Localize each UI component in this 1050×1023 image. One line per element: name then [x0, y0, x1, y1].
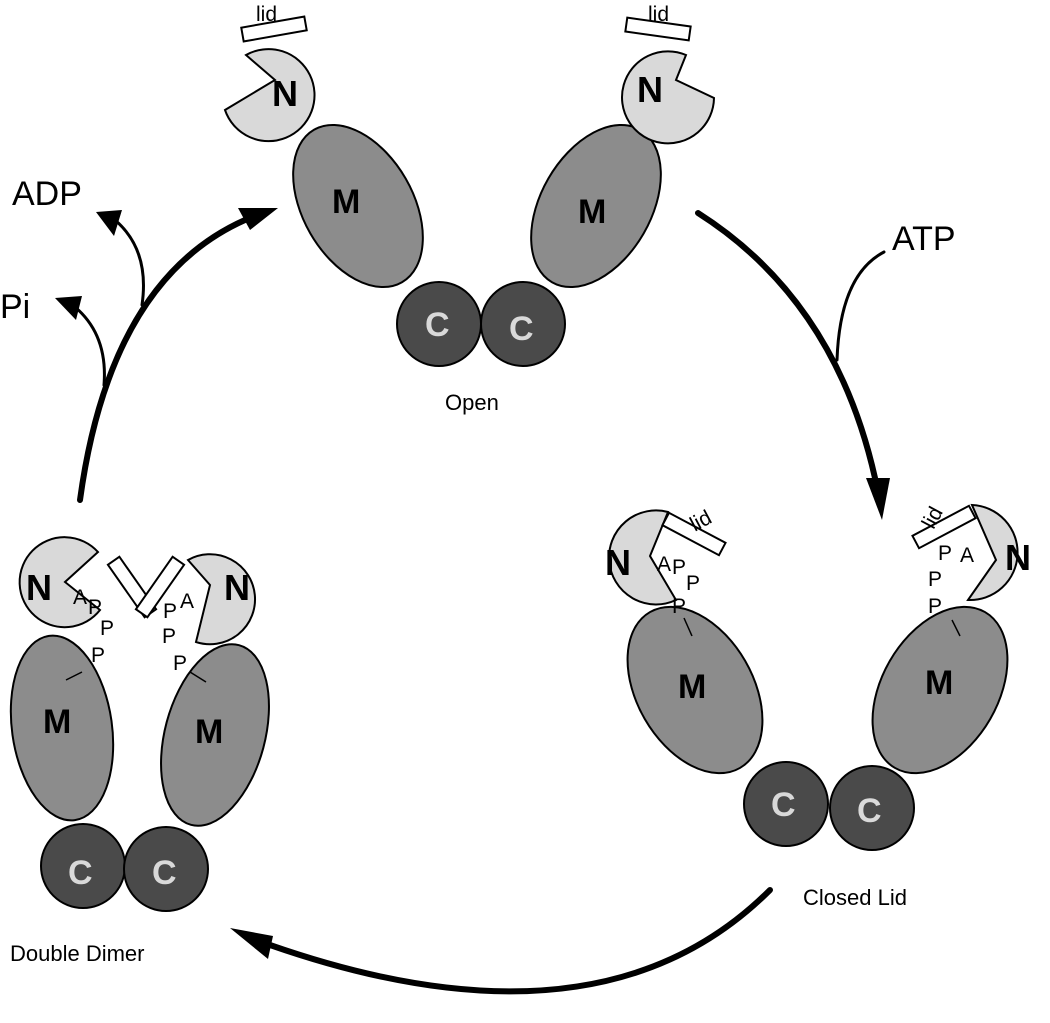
arrow-open-to-closed — [695, 210, 878, 481]
double-c-domain-right — [123, 826, 209, 912]
open-state-label: Open — [445, 390, 499, 415]
closed-n-label-right: N — [1005, 537, 1031, 578]
double-nucleotide-p2-right: P — [162, 625, 176, 648]
arrow-double-to-open — [77, 217, 248, 503]
closed-nucleotide-p2-right: P — [928, 568, 942, 591]
adp-label: ADP — [12, 175, 82, 213]
arrow-closed-to-double — [267, 887, 773, 995]
pi-arrowhead — [55, 296, 82, 320]
adp-output-line — [113, 218, 145, 307]
double-c-label-right: C — [152, 854, 177, 892]
double-nucleotide-p2-left: P — [100, 617, 114, 640]
double-m-domain-right — [160, 643, 270, 827]
open-n-domain-right — [621, 50, 716, 145]
closed-lid-state — [608, 503, 1019, 851]
double-nucleotide-p3-right: P — [173, 652, 187, 675]
closed-nucleotide-p1-right: P — [938, 542, 952, 565]
double-n-label-left: N — [26, 567, 52, 608]
open-lid-left — [240, 15, 308, 43]
double-lid-right — [134, 555, 186, 619]
closed-c-domain-left — [743, 761, 829, 847]
open-m-label-left: M — [332, 183, 360, 221]
double-m-label-right: M — [195, 713, 223, 751]
open-n-label-right: N — [637, 69, 663, 110]
closed-lid-right — [911, 504, 977, 550]
closed-nucleotide-p1-left: P — [672, 556, 686, 579]
closed-n-domain-left — [608, 509, 678, 606]
open-c-label-right: C — [509, 310, 534, 348]
arrowhead-double — [230, 928, 273, 959]
double-nucleotide-p1-right: P — [163, 600, 177, 623]
arrowhead-closed — [866, 478, 890, 520]
closed-nucleotide-p3-left: P — [672, 595, 686, 618]
closed-nucleotide-p2-left: P — [686, 572, 700, 595]
open-lid-label-right: lid — [648, 3, 669, 26]
double-nucleotide-p1-left: P — [88, 596, 102, 619]
arrowhead-open — [238, 208, 278, 230]
closed-c-label-right: C — [857, 792, 882, 830]
closed-m-domain-left — [626, 605, 764, 775]
double-m-domain-left — [9, 634, 115, 822]
closed-lid-left — [661, 511, 727, 557]
open-c-label-left: C — [425, 306, 450, 344]
pi-output-line — [73, 305, 106, 387]
double-n-domain-right — [186, 553, 257, 646]
atp-label: ATP — [892, 220, 956, 258]
closed-c-label-left: C — [771, 786, 796, 824]
closed-n-domain-right — [966, 503, 1019, 602]
closed-lid-state-label: Closed Lid — [803, 885, 907, 910]
open-c-domain-right — [480, 281, 566, 367]
closed-m-domain-right — [871, 605, 1009, 775]
cycle-arrows — [55, 208, 890, 995]
double-c-label-left: C — [68, 854, 93, 892]
double-nucleotide-a-left: A — [73, 586, 87, 609]
adp-arrowhead — [96, 210, 122, 236]
open-lid-right — [624, 16, 692, 42]
open-n-domain-left — [223, 48, 316, 143]
closed-nucleotide-a-left: A — [657, 553, 671, 576]
double-dimer-state-label: Double Dimer — [10, 941, 145, 966]
closed-m-label-right: M — [925, 664, 953, 702]
open-m-label-right: M — [578, 193, 606, 231]
open-n-label-left: N — [272, 73, 298, 114]
double-n-domain-left — [18, 536, 102, 629]
double-n-label-right: N — [224, 567, 250, 608]
closed-c-domain-right — [829, 765, 915, 851]
atp-input-line — [835, 250, 886, 362]
double-m-label-left: M — [43, 703, 71, 741]
open-m-domain-left — [292, 123, 424, 289]
closed-m-label-left: M — [678, 668, 706, 706]
closed-nucleotide-a-right: A — [960, 544, 974, 567]
open-state — [223, 15, 716, 367]
double-dimer-state — [9, 536, 270, 912]
open-lid-label-left: lid — [256, 3, 277, 26]
closed-n-label-left: N — [605, 542, 631, 583]
pi-label: Pi — [0, 288, 30, 326]
double-nucleotide-p3-left: P — [91, 644, 105, 667]
double-nucleotide-a-right: A — [180, 590, 194, 613]
closed-nucleotide-p3-right: P — [928, 595, 942, 618]
